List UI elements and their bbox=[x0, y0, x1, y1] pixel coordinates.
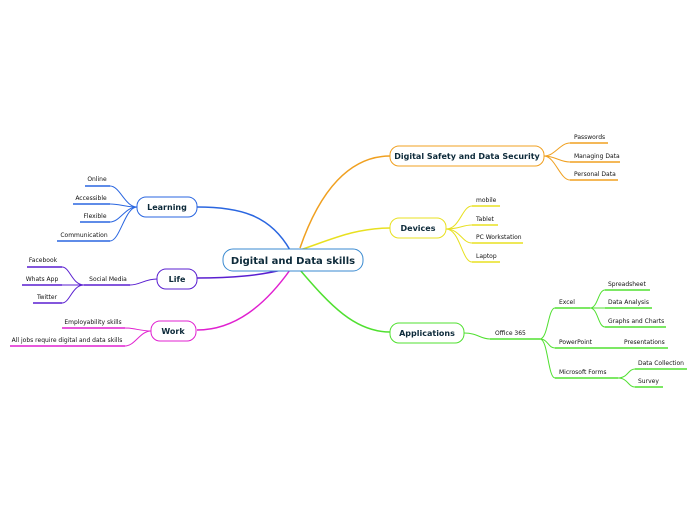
connector-applications bbox=[299, 269, 391, 333]
social-media-node[interactable]: Social Media bbox=[89, 276, 127, 283]
node-devices-label: Devices bbox=[401, 224, 436, 233]
leaf-mobile[interactable]: mobile bbox=[476, 197, 497, 204]
leaf-twitter[interactable]: Twitter bbox=[36, 294, 58, 301]
powerpoint-node[interactable]: PowerPoint bbox=[559, 339, 593, 346]
node-work-label: Work bbox=[161, 327, 185, 336]
leaf-whatsapp[interactable]: Whats App bbox=[26, 276, 59, 283]
node-devices[interactable]: Devices bbox=[389, 217, 447, 239]
connector-learning bbox=[196, 206, 291, 251]
node-safety-label: Digital Safety and Data Security bbox=[394, 152, 540, 161]
leaf-accessible[interactable]: Accessible bbox=[75, 195, 107, 202]
node-applications-label: Applications bbox=[399, 329, 455, 338]
node-life-label: Life bbox=[169, 275, 186, 284]
leaf-employability[interactable]: Employability skills bbox=[64, 319, 121, 326]
life-connectors bbox=[22, 266, 158, 304]
leaf-passwords[interactable]: Passwords bbox=[574, 134, 605, 141]
leaf-communication[interactable]: Communication bbox=[60, 232, 107, 239]
work-connectors bbox=[10, 327, 152, 347]
leaf-personal-data[interactable]: Personal Data bbox=[574, 171, 616, 178]
node-learning-label: Learning bbox=[147, 203, 187, 212]
learning-leaf-connectors bbox=[57, 185, 138, 242]
microsoft-forms-node[interactable]: Microsoft Forms bbox=[559, 369, 606, 376]
leaf-data-collection[interactable]: Data Collection bbox=[638, 360, 684, 367]
leaf-pc-workstation[interactable]: PC Workstation bbox=[476, 234, 522, 241]
connector-work bbox=[196, 269, 291, 331]
leaf-survey[interactable]: Survey bbox=[638, 378, 659, 385]
leaf-data-analysis[interactable]: Data Analysis bbox=[608, 299, 649, 306]
leaf-spreadsheet[interactable]: Spreadsheet bbox=[608, 281, 646, 288]
node-work[interactable]: Work bbox=[150, 320, 197, 342]
safety-connectors bbox=[543, 142, 620, 181]
leaf-facebook[interactable]: Facebook bbox=[29, 257, 58, 264]
applications-connectors bbox=[463, 289, 687, 388]
leaf-presentations[interactable]: Presentations bbox=[624, 339, 665, 346]
leaf-managing-data[interactable]: Managing Data bbox=[574, 153, 620, 160]
devices-connectors bbox=[445, 205, 523, 263]
root-node-label: Digital and Data skills bbox=[231, 256, 355, 267]
leaf-tablet[interactable]: Tablet bbox=[475, 216, 495, 223]
leaf-all-jobs[interactable]: All jobs require digital and data skills bbox=[12, 337, 123, 344]
node-applications[interactable]: Applications bbox=[389, 322, 465, 344]
root-node[interactable]: Digital and Data skills bbox=[222, 248, 364, 272]
connector-devices bbox=[299, 227, 391, 251]
node-life[interactable]: Life bbox=[156, 268, 198, 290]
leaf-online[interactable]: Online bbox=[87, 176, 107, 183]
node-safety[interactable]: Digital Safety and Data Security bbox=[389, 145, 545, 167]
office-365-node[interactable]: Office 365 bbox=[495, 330, 526, 337]
leaf-graphs-charts[interactable]: Graphs and Charts bbox=[608, 318, 664, 325]
root-connectors bbox=[196, 155, 391, 333]
node-learning[interactable]: Learning bbox=[136, 196, 198, 218]
leaf-laptop[interactable]: Laptop bbox=[476, 253, 497, 260]
leaf-flexible[interactable]: Flexible bbox=[83, 213, 106, 220]
connector-safety bbox=[299, 155, 391, 249]
excel-node[interactable]: Excel bbox=[559, 299, 575, 306]
